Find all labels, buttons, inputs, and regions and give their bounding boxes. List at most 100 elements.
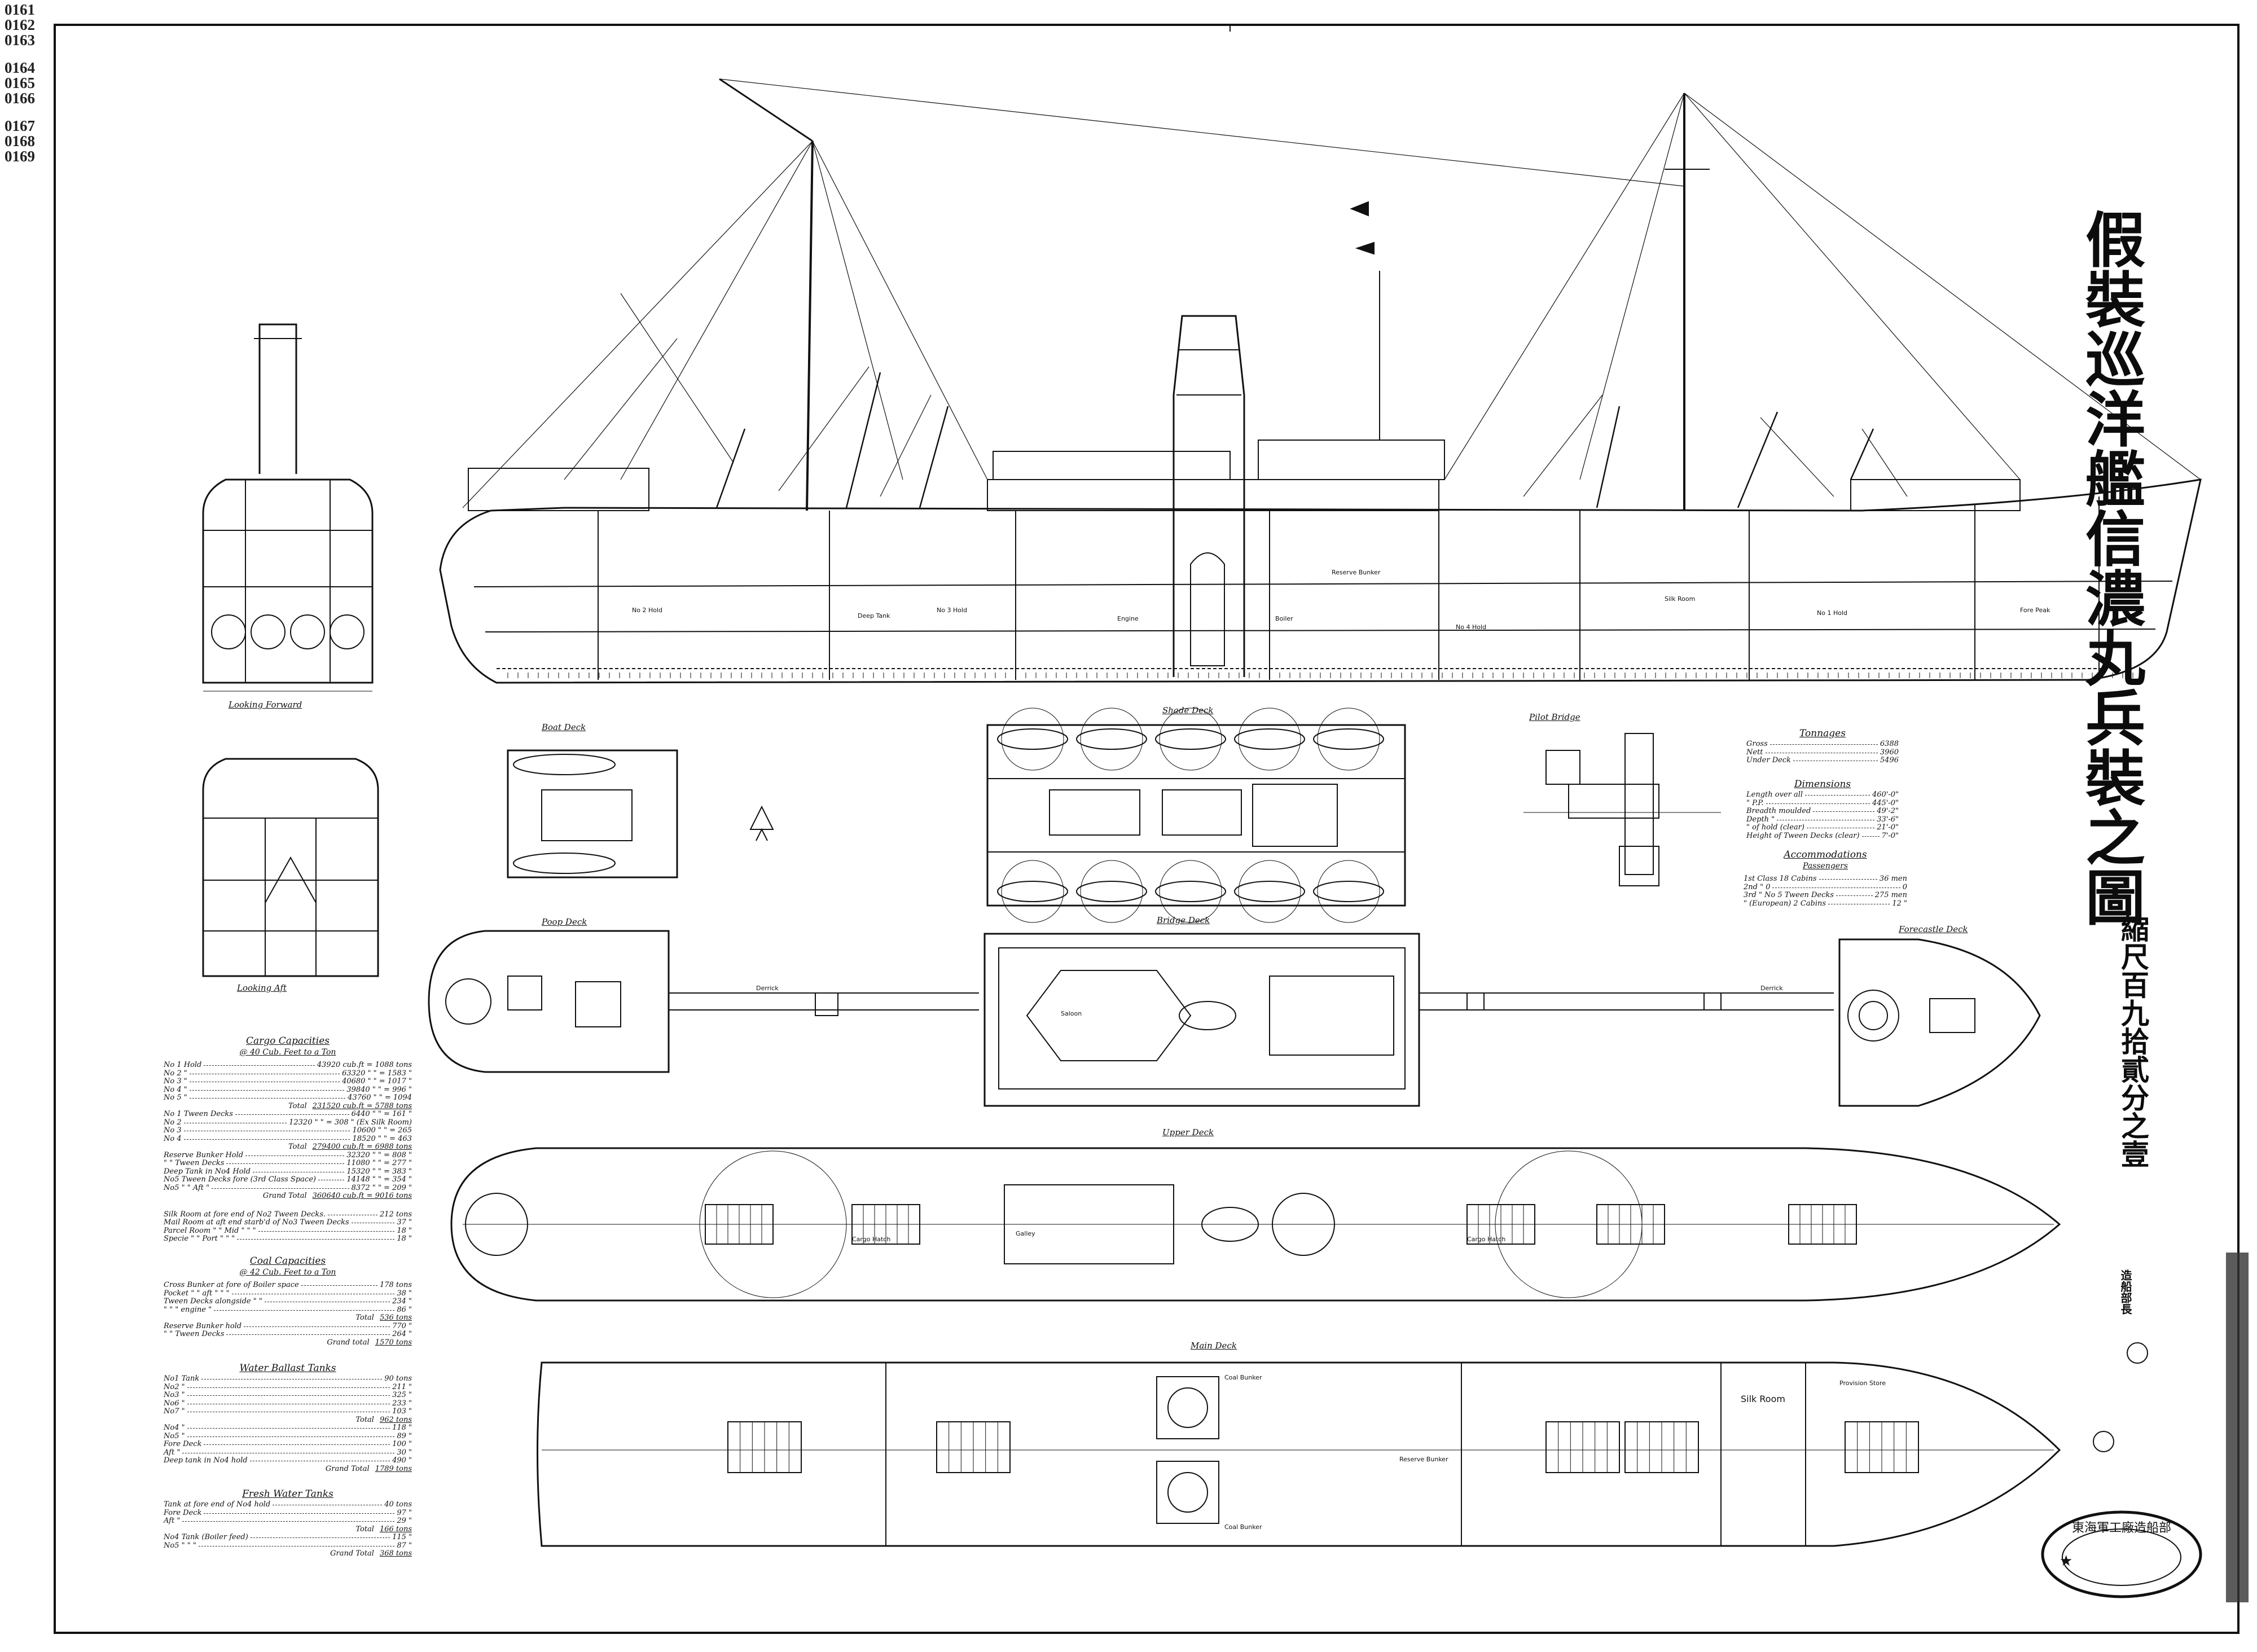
row-label: Nett [1746,748,1763,757]
plan-label: Coal Bunker [1224,1374,1262,1381]
leader-dots [189,1089,345,1091]
row-label: Aft " [164,1448,181,1457]
plan-label: Coal Bunker [1224,1523,1262,1531]
row-value: 490 " [392,1456,412,1465]
leader-dots [187,1395,390,1396]
row-value: 0 [1902,882,1907,891]
leader-dots [182,1521,395,1522]
table-row: No6 "233 " [164,1399,412,1408]
lifeboat [997,728,1068,750]
leader-dots [1793,760,1878,762]
lifeboat [1155,728,1226,750]
row-label: No6 " [164,1399,185,1408]
row-value: 211 " [392,1382,412,1391]
row-label: Length over all [1746,790,1803,799]
frame-ticks [507,673,2144,678]
shade-deck-plan [986,708,1406,923]
pilot-bridge-plan [1523,733,1721,886]
table-row: No5 "89 " [164,1432,412,1441]
davit-swing-arc [1238,708,1301,771]
leader-dots [250,1537,390,1539]
pilot-house [1258,440,1445,480]
row-value: 5496 [1880,756,1899,765]
table-title: Coal Capacities [249,1255,326,1267]
row-value: 279400 cub.ft = 6988 tons [312,1143,412,1151]
row-value: 770 " [392,1321,412,1330]
row-value: 325 " [392,1391,412,1399]
row-value: 1570 tons [375,1338,412,1347]
leader-dots [1861,836,1880,837]
plan-label: Cargo Hatch [1467,1236,1506,1243]
row-label: Mail Room at aft end starb'd of No3 Twee… [164,1218,349,1227]
page-number: 0167 [5,117,35,134]
row-label: Total [355,1415,374,1424]
table-row: Tween Decks alongside " "234 " [164,1297,412,1306]
row-value: 3960 [1880,748,1899,757]
table-row: Parcel Room " " Mid " " "18 " [164,1227,412,1236]
table-row: Mail Room at aft end starb'd of No3 Twee… [164,1218,412,1227]
bulkheads [598,497,2100,680]
drawing-border [54,24,2240,1634]
main-deck-line [485,629,2156,632]
page-number: 0166 [5,90,35,107]
row-value: 234 " [392,1297,412,1306]
table-row: Silk Room at fore end of No2 Tween Decks… [164,1210,412,1219]
leader-dots [1777,819,1875,820]
leader-dots [1805,794,1870,796]
row-label: Aft " [164,1517,181,1525]
row-value: 39840 " " = 996 " [346,1085,412,1094]
leader-dots [183,1130,350,1132]
leader-dots [328,1214,377,1215]
profile-label: Engine [1117,615,1139,622]
svg-text:東海軍工廠造船部: 東海軍工廠造船部 [2072,1521,2171,1535]
row-value: 40 tons [384,1500,412,1509]
table-row: " " " engine "86 " [164,1306,412,1315]
label-main-deck: Main Deck [1191,1341,1237,1351]
cross-section-looking-aft [202,758,379,977]
lifeboat [997,881,1068,902]
upper-deck-line [473,581,2173,587]
row-value: 445'-0" [1872,798,1899,807]
row-label: Pocket " " aft " " " [164,1289,230,1298]
row-value: 115 " [392,1533,412,1541]
page-number: 0164 [5,59,35,76]
leader-dots [273,1504,383,1506]
leader-dots [212,1188,349,1189]
ensign-flag [1350,201,1369,217]
row-value: 29 " [397,1517,412,1525]
row-label: Total [355,1313,374,1322]
row-label: Depth " [1746,815,1775,824]
row-value: 32320 " " = 808 " [346,1150,412,1159]
table-row: Aft "30 " [164,1448,412,1457]
derrick-boom [719,78,813,142]
row-label: No 4 [164,1134,182,1143]
table-subtitle: Passengers [1803,862,1848,871]
svg-text:★: ★ [2060,1553,2072,1570]
row-value: 212 tons [379,1210,412,1219]
leader-dots [183,1122,287,1123]
row-value: 12 " [1892,899,1907,908]
leader-dots [252,1171,345,1172]
profile-label: No 1 Hold [1817,609,1847,617]
row-value: 40680 " " = 1017 " [342,1077,412,1086]
label-pilot-bridge: Pilot Bridge [1529,712,1580,722]
row-label: Reserve Bunker Hold [164,1150,244,1159]
row-label: No 2 [164,1118,182,1127]
row-value: 100 " [392,1440,412,1448]
row-label: Tank at fore end of No4 hold [164,1500,271,1509]
